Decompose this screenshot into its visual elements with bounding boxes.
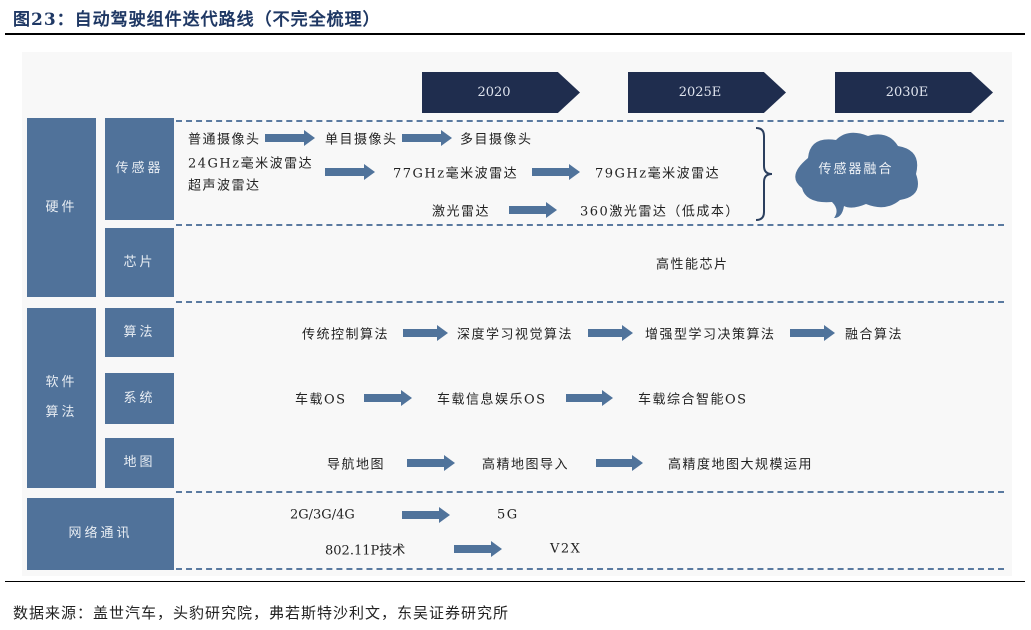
arrow-icon bbox=[509, 202, 557, 218]
category-maps: 地图 bbox=[105, 438, 174, 488]
arrow-icon bbox=[402, 130, 452, 146]
timeline-2025e: 2025E bbox=[628, 72, 786, 113]
category-systems: 系统 bbox=[105, 373, 174, 424]
category-sensors: 传感器 bbox=[105, 118, 174, 220]
network-v2x-to: V2X bbox=[550, 541, 582, 557]
category-software: 软件算法 bbox=[27, 308, 96, 488]
lidar-360: 360激光雷达（低成本） bbox=[580, 204, 740, 220]
camera-mono: 单目摄像头 bbox=[325, 132, 398, 148]
map-step: 导航地图 bbox=[327, 457, 386, 473]
sensor-fusion: 传感器融合 bbox=[818, 162, 894, 177]
algorithm-step: 增强型学习决策算法 bbox=[645, 327, 776, 343]
footer-rule bbox=[5, 581, 1025, 582]
brace-icon bbox=[755, 127, 773, 221]
source-note: 数据来源：盖世汽车，头豹研究院，弗若斯特沙利文，东吴证券研究所 bbox=[13, 604, 510, 622]
figure-title: 图23：自动驾驶组件迭代路线（不完全梳理） bbox=[13, 10, 381, 30]
network-cellular-to: 5G bbox=[497, 507, 519, 523]
divider bbox=[176, 568, 1004, 570]
arrow-icon bbox=[588, 325, 633, 341]
arrow-icon bbox=[790, 325, 835, 341]
camera-basic: 普通摄像头 bbox=[188, 132, 261, 148]
arrow-icon bbox=[596, 455, 643, 471]
system-step: 车载综合智能OS bbox=[638, 392, 748, 408]
arrow-icon bbox=[407, 455, 455, 471]
divider bbox=[176, 301, 1004, 303]
divider bbox=[176, 491, 1004, 493]
camera-multi: 多目摄像头 bbox=[460, 132, 533, 148]
category-hardware: 硬件 bbox=[27, 118, 96, 297]
chip-high-performance: 高性能芯片 bbox=[656, 257, 729, 273]
divider bbox=[176, 120, 1004, 122]
arrow-icon bbox=[402, 507, 450, 523]
arrow-icon bbox=[325, 164, 375, 180]
category-chips: 芯片 bbox=[105, 228, 174, 297]
arrow-icon bbox=[454, 541, 502, 557]
map-step: 高精度地图大规模运用 bbox=[668, 457, 814, 473]
divider bbox=[176, 224, 1004, 226]
radar-79ghz: 79GHz毫米波雷达 bbox=[595, 166, 721, 182]
system-step: 车载OS bbox=[295, 392, 347, 408]
category-algorithms: 算法 bbox=[105, 308, 174, 357]
arrow-icon bbox=[265, 130, 315, 146]
arrow-icon bbox=[532, 164, 580, 180]
radar-77ghz: 77GHz毫米波雷达 bbox=[393, 166, 519, 182]
map-step: 高精地图导入 bbox=[482, 457, 570, 473]
arrow-icon bbox=[364, 390, 412, 406]
network-cellular-from: 2G/3G/4G bbox=[290, 507, 355, 523]
arrow-icon bbox=[566, 390, 613, 406]
arrow-icon bbox=[403, 325, 448, 341]
algorithm-step: 传统控制算法 bbox=[302, 327, 390, 343]
system-step: 车载信息娱乐OS bbox=[437, 392, 547, 408]
radar-ultrasonic: 超声波雷达 bbox=[188, 178, 261, 194]
timeline-2030e: 2030E bbox=[835, 72, 993, 113]
timeline-2020: 2020 bbox=[422, 72, 580, 113]
radar-24ghz: 24GHz毫米波雷达 bbox=[188, 156, 314, 172]
algorithm-step: 深度学习视觉算法 bbox=[457, 327, 574, 343]
category-network: 网络通讯 bbox=[27, 498, 174, 570]
algorithm-step: 融合算法 bbox=[845, 327, 904, 343]
network-v2x-from: 802.11P技术 bbox=[325, 543, 406, 559]
title-rule bbox=[5, 33, 1025, 35]
cloud-icon bbox=[795, 132, 918, 218]
lidar: 激光雷达 bbox=[432, 204, 491, 220]
